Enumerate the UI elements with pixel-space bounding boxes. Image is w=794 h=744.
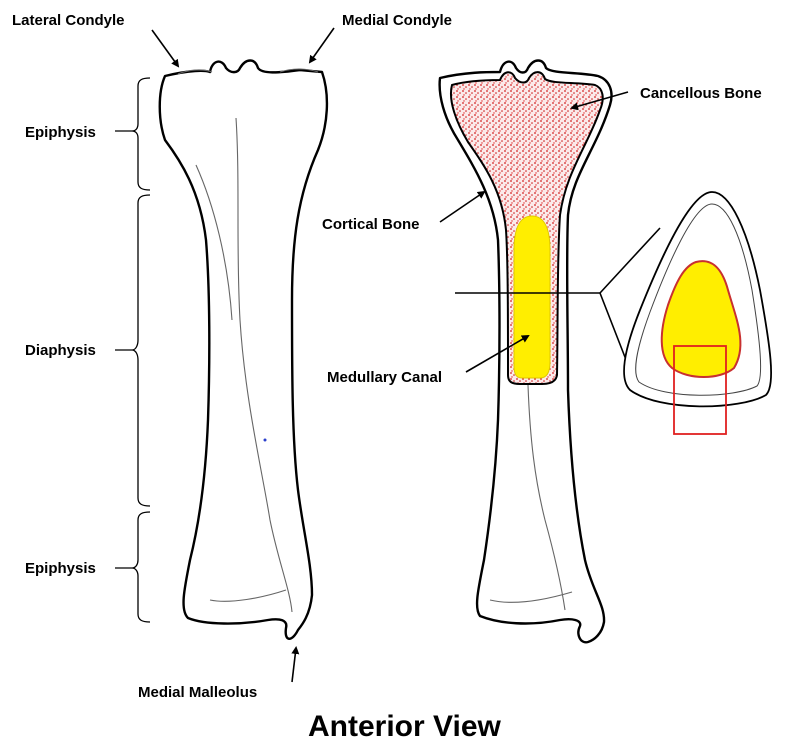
epiphysis-bottom-label: Epiphysis [25, 560, 96, 577]
lateral-condyle-label: Lateral Condyle [12, 12, 125, 29]
diagram-title: Anterior View [308, 710, 501, 743]
medullary-canal-label: Medullary Canal [327, 369, 442, 386]
left-tibia-outline [160, 61, 327, 639]
medial-condyle-label: Medial Condyle [342, 12, 452, 29]
epiphysis-bottom-brace [132, 512, 150, 622]
medial-malleolus-arrow [292, 648, 296, 682]
medial-malleolus-label: Medial Malleolus [138, 684, 257, 701]
cortical-bone-arrow [440, 192, 484, 222]
left-tibia [160, 61, 327, 639]
right-tibia-section [440, 61, 612, 643]
nutrient-foramen-dot [264, 439, 267, 442]
epiphysis-top-brace [132, 78, 150, 190]
diaphysis-label: Diaphysis [25, 342, 96, 359]
diaphysis-brace [132, 195, 150, 506]
medial-condyle-arrow [310, 28, 334, 62]
epiphysis-top-label: Epiphysis [25, 124, 96, 141]
lateral-condyle-arrow [152, 30, 178, 66]
medullary-canal [514, 216, 550, 378]
cancellous-bone-label: Cancellous Bone [640, 85, 762, 102]
cross-section [624, 192, 771, 434]
cortical-bone-label: Cortical Bone [322, 216, 420, 233]
